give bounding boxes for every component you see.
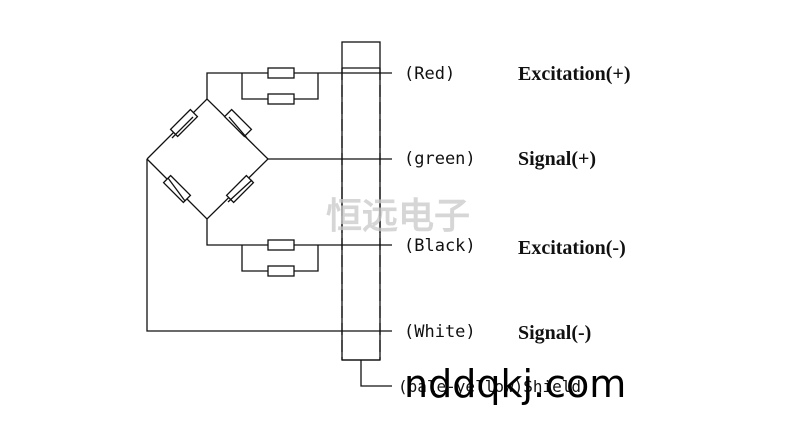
wire-label-white: (White)	[404, 322, 476, 342]
signal-label-signal-minus: Signal(-)	[518, 322, 591, 344]
signal-minus-line	[146, 159, 392, 332]
shield-label: (pale-yellow)Shield	[398, 377, 581, 396]
top-resistor-network	[206, 67, 392, 105]
signal-label-excitation-plus: Excitation(+)	[518, 63, 631, 85]
wire-label-green: (green)	[404, 149, 476, 169]
signal-label-signal-plus: Signal(+)	[518, 148, 596, 170]
bottom-resistor-network	[206, 219, 392, 277]
watermark-chinese: 恒远电子	[326, 195, 470, 237]
strain-gauge-bottom-right	[225, 174, 255, 204]
wire-label-red: (Red)	[404, 64, 455, 84]
shield-drain-line	[360, 360, 392, 387]
watermark-url: nddqkj.com	[404, 362, 626, 406]
strain-gauge-top-right	[223, 108, 253, 139]
strain-gauge-bottom-left	[162, 174, 192, 204]
strain-gauge-top-left	[169, 108, 199, 139]
wheatstone-bridge	[146, 98, 269, 220]
signal-label-excitation-minus: Excitation(-)	[518, 237, 626, 259]
wire-label-black: (Black)	[404, 236, 476, 256]
